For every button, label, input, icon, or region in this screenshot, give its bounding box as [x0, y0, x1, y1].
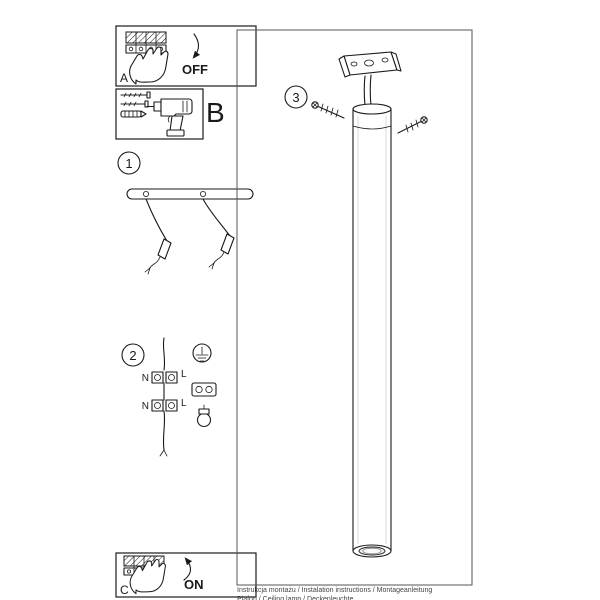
wire-label-l-top: L	[181, 369, 187, 380]
mounting-screw-icon	[311, 101, 345, 119]
step-3-number: 3	[292, 90, 299, 105]
cable-clamp-icon	[196, 404, 212, 428]
off-label: OFF	[182, 62, 208, 77]
panel-a-frame	[115, 25, 257, 87]
step-2-badge	[121, 343, 145, 367]
wire-label-n-top: N	[142, 373, 149, 384]
rotate-ccw-arrow-icon	[192, 33, 201, 59]
hanging-wire-icon	[144, 198, 172, 275]
lamp-view-frame	[236, 29, 473, 586]
wire-label-n-bottom: N	[142, 401, 149, 412]
screw-icon	[120, 100, 149, 108]
panel-c: ON C	[115, 552, 257, 598]
mounting-screw-icon	[397, 116, 428, 134]
step-2: 2 N L N L	[121, 337, 217, 457]
ceiling-bracket-icon	[338, 51, 402, 78]
panel-b: B	[115, 88, 225, 140]
panel-c-letter: C	[120, 583, 129, 597]
drill-icon	[146, 98, 193, 137]
panel-a: OFF A	[115, 25, 257, 87]
mounting-rail-icon	[126, 188, 254, 200]
footer-line-1: Instrukcja montażu / Instalation instruc…	[237, 587, 432, 594]
rotate-cw-arrow-icon	[183, 557, 193, 581]
step-2-number: 2	[129, 348, 136, 363]
step-1-number: 1	[125, 156, 132, 171]
wiring-diagram-icon	[151, 337, 178, 457]
step-1-badge	[117, 151, 141, 175]
step-1: 1	[117, 151, 254, 275]
panel-b-letter: B	[206, 97, 225, 128]
screw-icon	[120, 91, 151, 99]
footer: Instrukcja montażu / Instalation instruc…	[237, 587, 432, 600]
wire-label-l-bottom: L	[181, 398, 187, 409]
panel-a-letter: A	[120, 71, 128, 85]
on-label: ON	[184, 577, 204, 592]
panel-b-frame	[115, 88, 204, 140]
footer-line-2: Plafon / Ceiling lamp / Deckenleuchte	[237, 596, 353, 600]
lamp-tube	[352, 103, 392, 558]
lamp-cable	[363, 74, 372, 107]
panel-c-frame	[115, 552, 257, 598]
terminal-connector-icon	[191, 382, 217, 397]
earth-ground-icon	[192, 343, 212, 363]
wall-plug-icon	[120, 110, 147, 118]
lamp-view: 3	[236, 29, 473, 586]
hanging-wire-icon	[202, 198, 235, 270]
step-3-badge	[284, 85, 308, 109]
